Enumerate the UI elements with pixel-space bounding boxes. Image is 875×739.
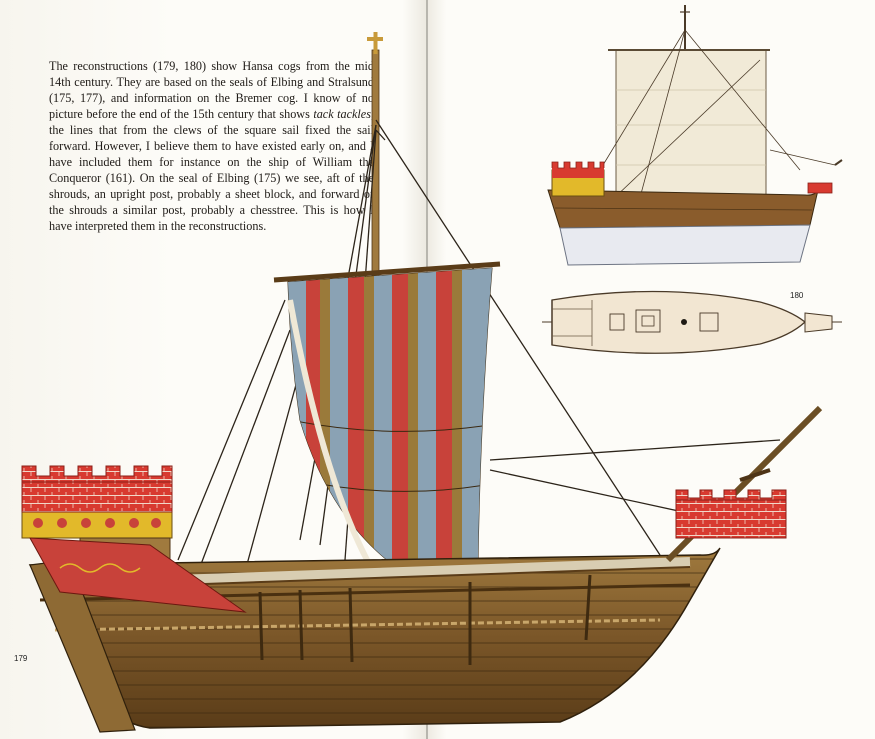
deck-plan-view bbox=[542, 290, 842, 354]
text-part-3: the lines that from the clews of the squ… bbox=[49, 123, 374, 234]
main-cog-illustration bbox=[21, 32, 823, 733]
figure-label-179: 179 bbox=[14, 654, 28, 663]
figure-label-180: 180 bbox=[790, 291, 804, 300]
small-side-view bbox=[547, 5, 843, 266]
text-part-1: The reconstructions (179, 180) show Hans… bbox=[49, 59, 374, 122]
text-italic-term: tack tackles, bbox=[313, 107, 374, 122]
body-paragraph: The reconstructions (179, 180) show Hans… bbox=[49, 58, 374, 235]
